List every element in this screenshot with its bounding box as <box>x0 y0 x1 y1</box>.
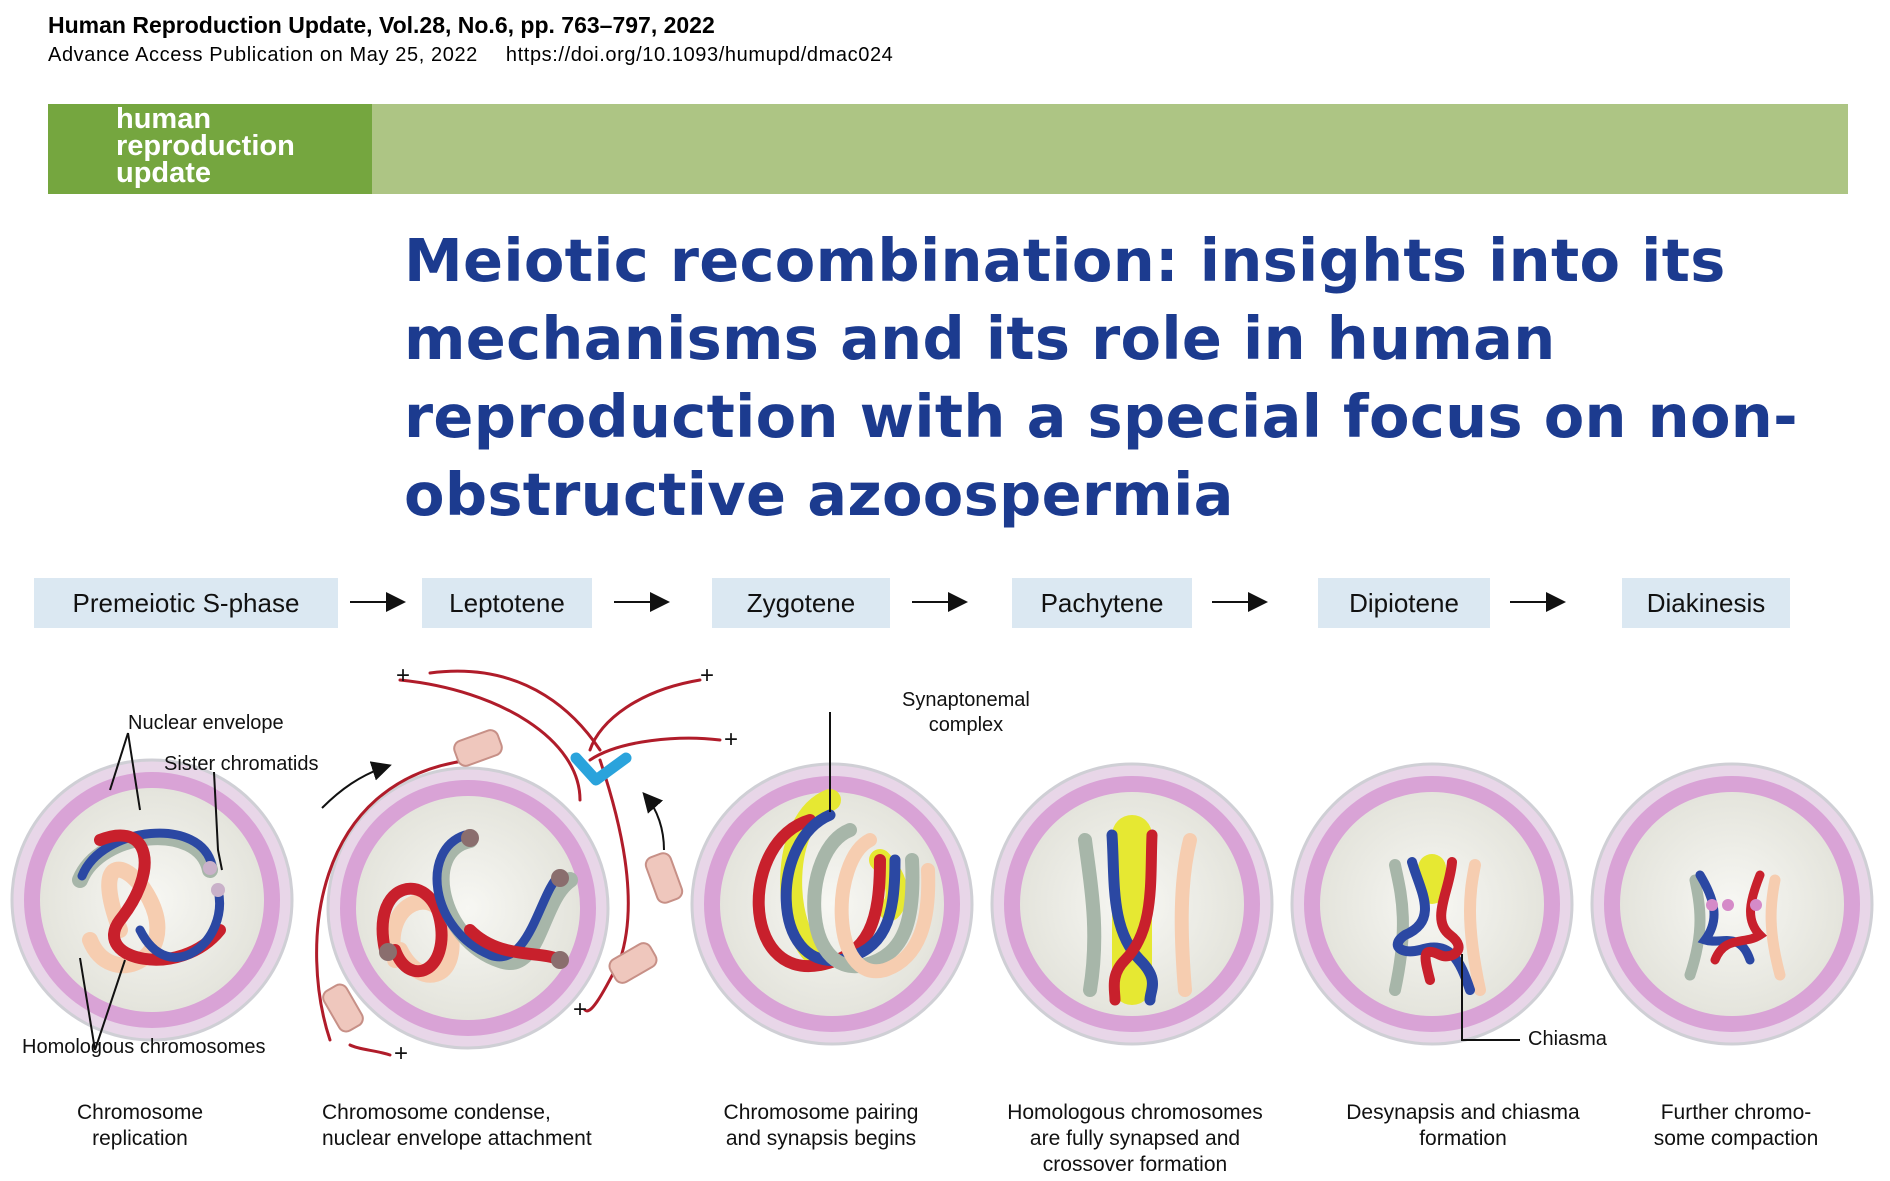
chromosomes-cell-3 <box>752 789 936 979</box>
caption-line: nuclear envelope attachment <box>322 1127 592 1150</box>
chromosomes-cell-2 <box>376 829 578 983</box>
doi-link[interactable]: https://doi.org/10.1093/humupd/dmac024 <box>505 44 894 66</box>
label-line: complex <box>928 714 1004 736</box>
caption-chromosome-condense: Chromosome condense, nuclear envelope at… <box>322 1100 654 1152</box>
chromosomes-cell-6 <box>1684 870 1786 981</box>
article-title: Meiotic recombination: insights into its… <box>404 226 1798 529</box>
stage-diakinesis: Diakinesis <box>1622 578 1790 628</box>
envelope-attachment-lines <box>315 669 722 1057</box>
caption-chromosome-replication: Chromosome replication <box>50 1100 230 1152</box>
plus-end-label: + <box>573 996 588 1023</box>
chiasma-label: Chiasma <box>1528 1028 1607 1050</box>
journal-citation: Human Reproduction Update, Vol.28, No.6,… <box>48 12 715 38</box>
centrosome-icon <box>322 729 684 1033</box>
plus-end-label: + <box>396 662 411 689</box>
sister-chromatids-label: Sister chromatids <box>164 753 319 775</box>
microtubule-organizer-icon <box>570 752 632 786</box>
caption-line: formation <box>1419 1127 1507 1150</box>
stage-arrows <box>350 592 1566 612</box>
caption-line: and synapsis begins <box>725 1127 917 1150</box>
label-line: Synaptonemal <box>902 689 1030 711</box>
chromosomes-cell-1 <box>72 828 226 974</box>
stage-leptotene: Leptotene <box>422 578 592 628</box>
leader-lines <box>79 712 1520 1051</box>
caption-line: Homologous chromosomes <box>1007 1101 1263 1124</box>
caption-line: some compaction <box>1653 1127 1819 1150</box>
stage-zygotene: Zygotene <box>712 578 890 628</box>
logo-line: human <box>116 103 212 135</box>
caption-line: replication <box>92 1127 188 1150</box>
caption-line: Desynapsis and chiasma <box>1346 1101 1580 1124</box>
meiosis-diagram <box>10 669 1874 1057</box>
caption-desynapsis-chiasma: Desynapsis and chiasma formation <box>1318 1100 1608 1152</box>
curved-arrow-icon <box>321 761 392 809</box>
plus-end-label: + <box>394 1040 409 1067</box>
caption-line: Further chromo- <box>1660 1101 1812 1124</box>
logo-line: reproduction <box>116 130 295 162</box>
synaptonemal-complex-label: Synaptonemal complex <box>902 688 1030 738</box>
plus-end-label: + <box>700 662 715 689</box>
caption-fully-synapsed: Homologous chromosomes are fully synapse… <box>976 1100 1294 1178</box>
logo-line: update <box>116 157 212 189</box>
homologous-chromosomes-label: Homologous chromosomes <box>22 1036 266 1058</box>
curved-arrow-icon <box>642 791 665 851</box>
access-date: Advance Access Publication on May 25, 20… <box>48 44 478 66</box>
nuclear-envelope-label: Nuclear envelope <box>128 712 284 734</box>
caption-further-compaction: Further chromo- some compaction <box>1626 1100 1846 1152</box>
chromosomes-cell-4 <box>1078 815 1197 1006</box>
caption-line: Chromosome condense, <box>322 1101 551 1124</box>
caption-line: are fully synapsed and <box>1029 1127 1241 1150</box>
journal-banner: human reproduction update <box>48 104 1848 194</box>
caption-line: Chromosome <box>76 1101 204 1124</box>
nucleus-2 <box>326 766 610 1050</box>
chromosomes-cell-5 <box>1389 854 1486 996</box>
caption-line: crossover formation <box>1042 1153 1228 1176</box>
journal-logo: human reproduction update <box>48 104 372 194</box>
caption-line: Chromosome pairing <box>723 1101 919 1124</box>
caption-pairing-synapsis: Chromosome pairing and synapsis begins <box>692 1100 950 1152</box>
publication-info: Advance Access Publication on May 25, 20… <box>48 44 893 67</box>
stage-pachytene: Pachytene <box>1012 578 1192 628</box>
stage-dipiotene: Dipiotene <box>1318 578 1490 628</box>
plus-end-label: + <box>724 726 739 753</box>
stage-premeiotic-s-phase: Premeiotic S-phase <box>34 578 338 628</box>
